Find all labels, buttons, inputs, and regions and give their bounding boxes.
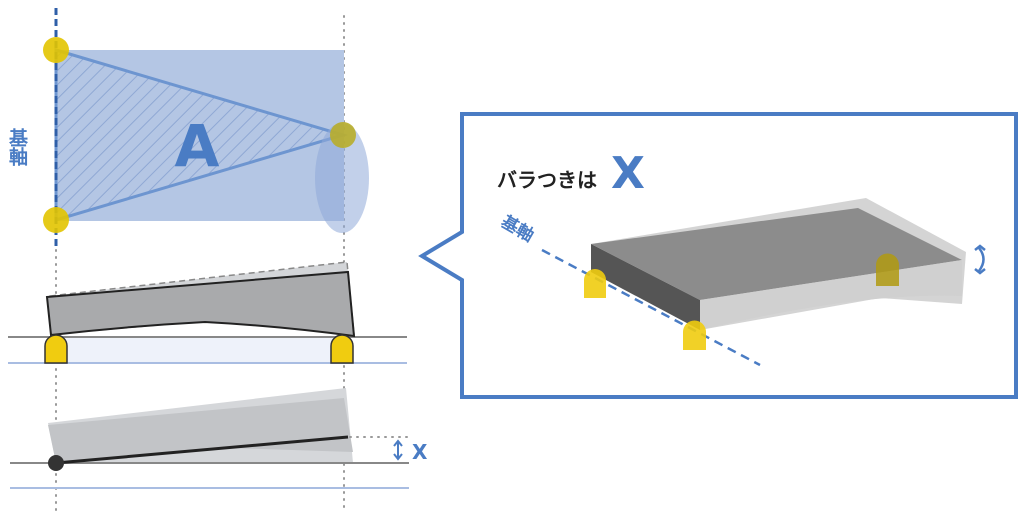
callout-box: バラつきは X 基軸 bbox=[418, 112, 1018, 399]
plate-top-face bbox=[591, 208, 962, 300]
side-view-deviation: X bbox=[10, 388, 428, 489]
support-point bbox=[43, 207, 69, 233]
support-left bbox=[44, 334, 68, 364]
variation-arrow-icon bbox=[974, 244, 986, 275]
ghost-plate-dark bbox=[48, 398, 353, 463]
support-point bbox=[43, 37, 69, 63]
deviation-label: X bbox=[412, 440, 428, 464]
base-fill bbox=[56, 337, 344, 363]
top-view: 基軸 A bbox=[6, 8, 369, 248]
plate bbox=[45, 270, 356, 338]
support-back-right bbox=[876, 253, 899, 286]
variation-ellipse bbox=[315, 123, 369, 233]
axis-label-vertical: 基軸 bbox=[6, 127, 29, 167]
tilted-edge bbox=[55, 435, 349, 465]
callout-title: バラつきは bbox=[497, 168, 597, 192]
callout-title-value: X bbox=[611, 148, 645, 199]
plate-left-face bbox=[591, 244, 700, 330]
deviation-arrow-icon bbox=[393, 439, 403, 461]
support-point bbox=[330, 122, 356, 148]
area-label: A bbox=[175, 112, 220, 180]
support-front-left bbox=[584, 269, 606, 298]
pivot-point bbox=[48, 455, 64, 471]
support-right bbox=[330, 334, 354, 364]
reference-axis-line bbox=[541, 248, 761, 367]
side-view-supported bbox=[8, 261, 407, 364]
support-front-right bbox=[683, 320, 706, 350]
